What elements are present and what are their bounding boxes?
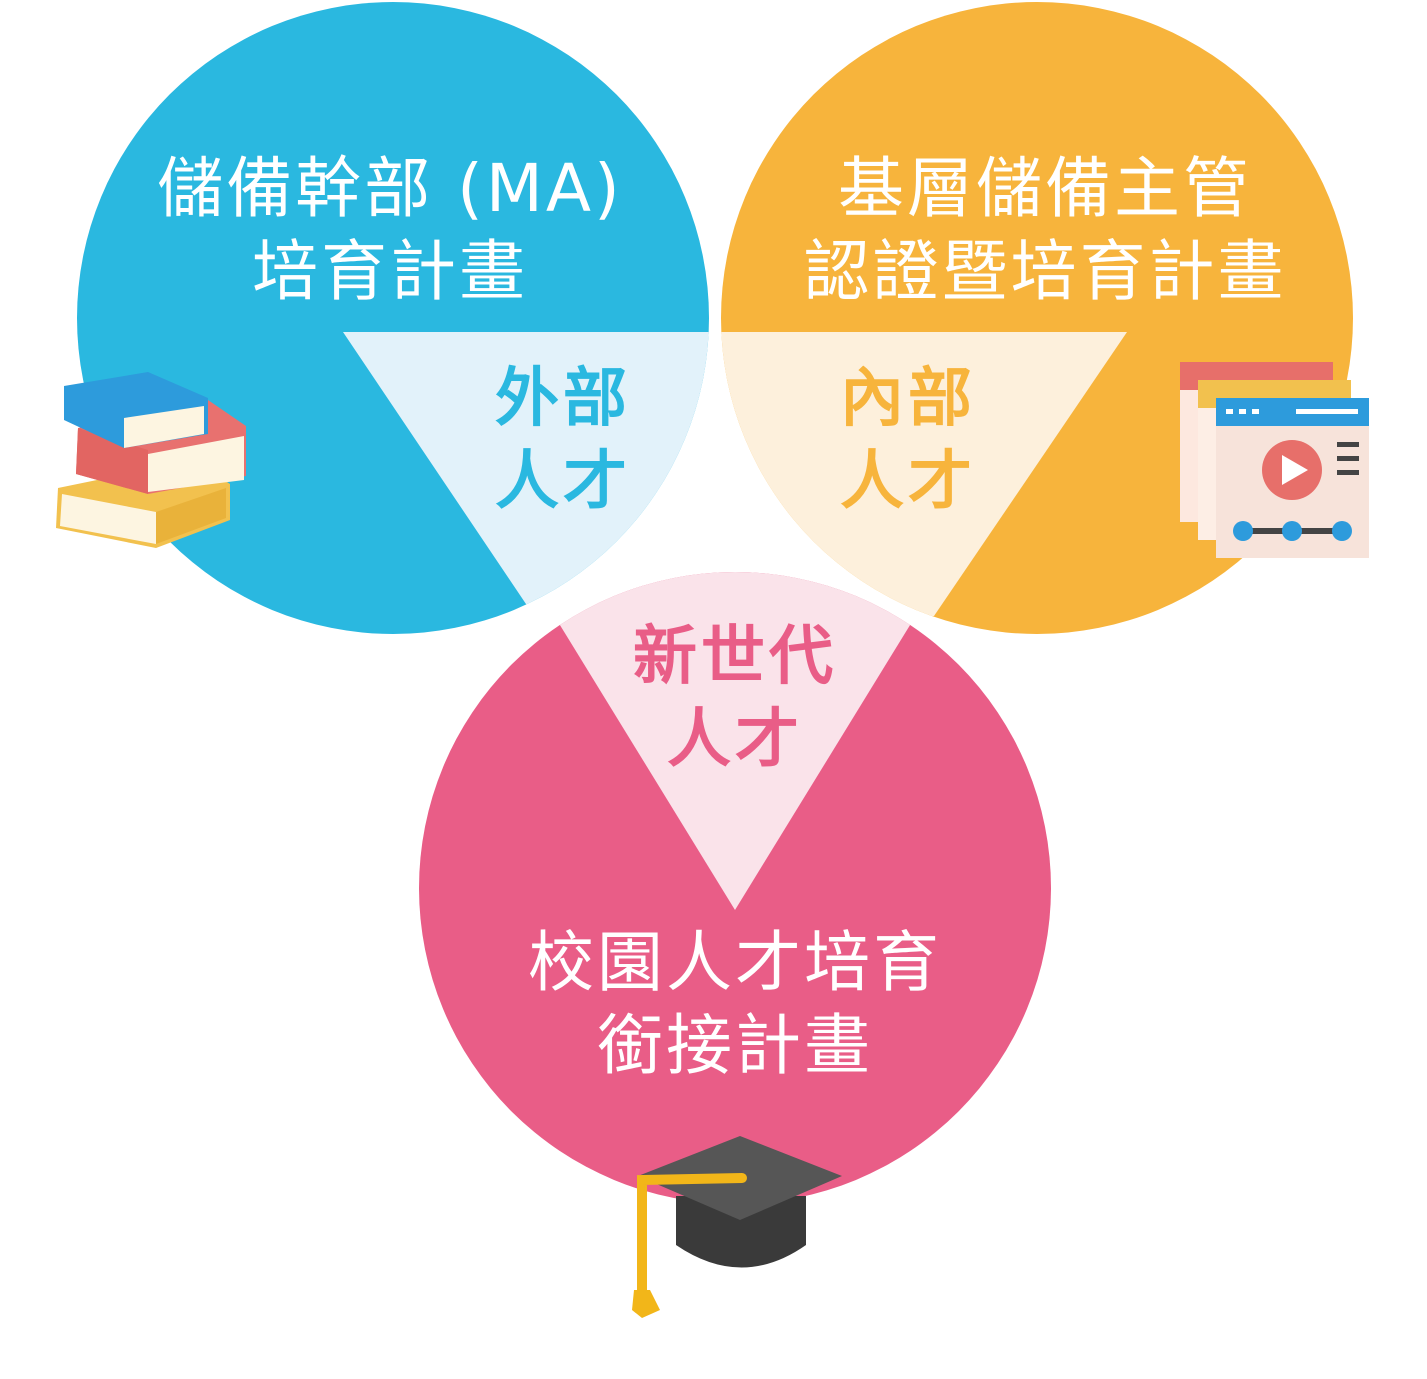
external-talent-label: 外部 人才 bbox=[488, 358, 638, 524]
campus-program-title-line2: 銜接計畫 bbox=[597, 1006, 873, 1084]
internal-talent-line1: 內部 bbox=[840, 362, 976, 436]
external-talent-line2: 人才 bbox=[495, 445, 631, 520]
campus-program-title: 校園人才培育 銜接計畫 bbox=[480, 922, 990, 1087]
newgen-talent-wedge bbox=[520, 572, 950, 910]
ma-program-title-line2: 培育計畫 bbox=[252, 232, 528, 310]
newgen-talent-line2: 人才 bbox=[667, 703, 803, 778]
internal-talent-line2: 人才 bbox=[840, 445, 976, 520]
ma-program-title-line1: 儲備幹部 (MA) bbox=[157, 150, 623, 227]
ma-program-title: 儲備幹部 (MA) 培育計畫 bbox=[140, 148, 640, 313]
internal-program-title: 基層儲備主管 認證暨培育計畫 bbox=[790, 148, 1300, 313]
newgen-talent-line1: 新世代 bbox=[633, 620, 837, 694]
internal-program-title-line2: 認證暨培育計畫 bbox=[803, 232, 1287, 310]
video-player-icon bbox=[1180, 362, 1369, 558]
internal-talent-label: 內部 人才 bbox=[833, 358, 983, 524]
external-talent-line1: 外部 bbox=[495, 362, 631, 436]
internal-program-title-line1: 基層儲備主管 bbox=[838, 150, 1252, 227]
books-icon bbox=[56, 372, 246, 548]
graduation-cap-icon bbox=[632, 1136, 842, 1318]
campus-program-title-line1: 校園人才培育 bbox=[528, 924, 942, 1001]
newgen-talent-label: 新世代 人才 bbox=[630, 616, 840, 782]
